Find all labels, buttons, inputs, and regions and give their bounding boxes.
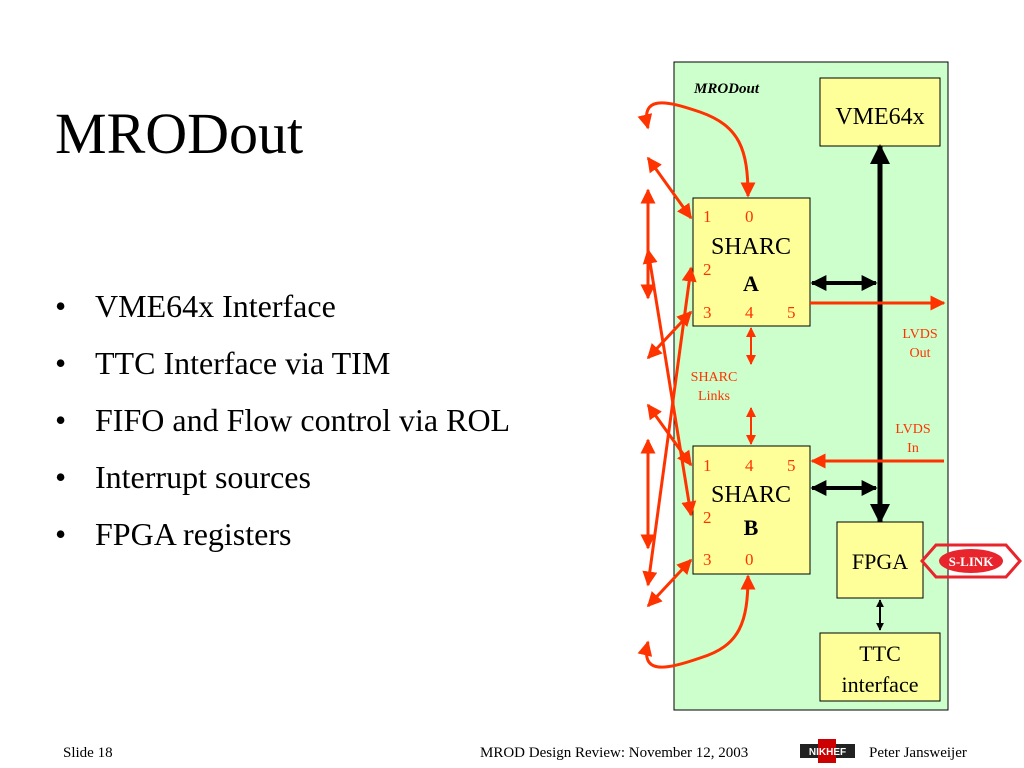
bullet-item: FIFO and Flow control via ROL <box>55 402 510 459</box>
sharc-b-port-1: 1 <box>703 456 712 475</box>
link-b2-to-a <box>642 248 697 517</box>
bullet-list: VME64x Interface TTC Interface via TIM F… <box>55 288 510 573</box>
sharc-a-box <box>692 197 811 327</box>
mrodout-board <box>673 61 949 711</box>
sharc-a-port-1: 1 <box>703 207 712 226</box>
sharc-b-box <box>692 445 811 575</box>
sharc-b-port-0: 0 <box>745 550 754 569</box>
lvds-out-label-1: LVDS <box>902 327 937 342</box>
sharc-b-port-4: 4 <box>745 456 754 475</box>
sharc-a-port-5: 5 <box>787 303 796 322</box>
board-label: MRODout <box>693 81 760 97</box>
link-a0-curve <box>637 101 756 198</box>
ttc-label-line2: interface <box>842 672 919 697</box>
sharc-a-id: A <box>743 271 759 296</box>
footer-author: Peter Jansweijer <box>869 745 967 761</box>
bullet-item: TTC Interface via TIM <box>55 345 510 402</box>
sharc-b-port-2: 2 <box>703 508 712 527</box>
nikhef-logo-text: NIKHEF <box>809 747 846 758</box>
bullet-item: FPGA registers <box>55 516 510 573</box>
sharc-a-port-0: 0 <box>745 207 754 226</box>
s-link-label: S-LINK <box>949 554 995 569</box>
fpga-label: FPGA <box>852 549 908 574</box>
sharc-links-label-2: Links <box>698 389 730 404</box>
sharc-b-id: B <box>744 515 759 540</box>
link-a1-arrow <box>646 156 693 220</box>
sharc-b-name: SHARC <box>711 482 791 508</box>
link-b0-curve <box>637 574 756 669</box>
ttc-label-line1: TTC <box>859 641 901 666</box>
sharc-a-port-4: 4 <box>745 303 754 322</box>
vme64x-label: VME64x <box>835 104 924 130</box>
sharc-b-port-5: 5 <box>787 456 796 475</box>
footer-event: MROD Design Review: November 12, 2003 <box>480 745 749 761</box>
sharc-a-name: SHARC <box>711 234 791 260</box>
slide-number: Slide 18 <box>63 745 113 761</box>
lvds-out-label-2: Out <box>910 346 931 361</box>
sharc-links-label-1: SHARC <box>691 370 738 385</box>
lvds-in-label-1: LVDS <box>895 422 930 437</box>
slide-title: MRODout <box>55 101 304 166</box>
nikhef-logo: NIKHEF <box>800 739 855 763</box>
bullet-item: Interrupt sources <box>55 459 510 516</box>
sharc-a-port-3: 3 <box>703 303 712 322</box>
sharc-b-port-3: 3 <box>703 550 712 569</box>
bullet-item: VME64x Interface <box>55 288 510 345</box>
fpga-box <box>836 521 924 599</box>
sharc-a-port-2: 2 <box>703 260 712 279</box>
vme64x-box <box>819 77 941 147</box>
ttc-interface-box <box>819 632 941 702</box>
s-link-logo: S-LINK <box>920 543 1022 579</box>
lvds-in-label-2: In <box>907 441 919 456</box>
